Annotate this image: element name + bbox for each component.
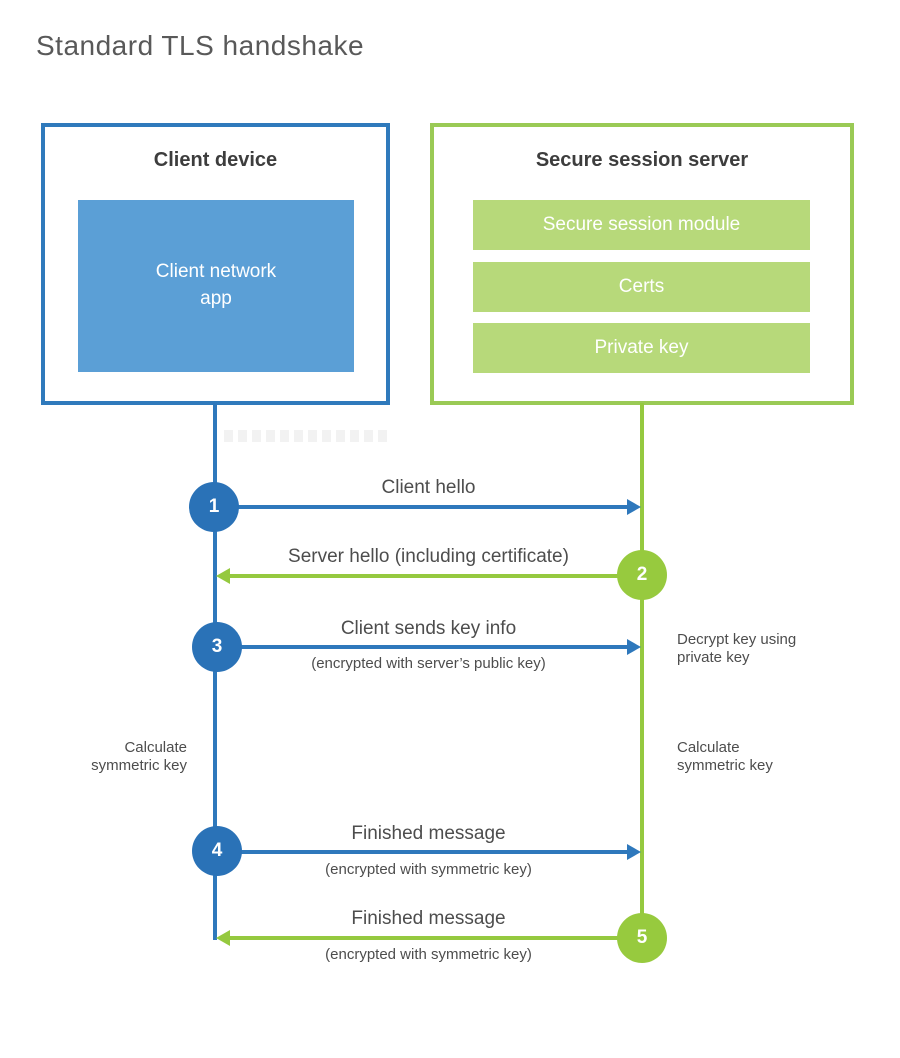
- note-decrypt-key: Decrypt key using private key: [677, 631, 797, 666]
- arrow-finished-client: [216, 850, 627, 854]
- client-device-title: Client device: [153, 149, 278, 171]
- arrow-server-hello: [229, 574, 641, 578]
- message-label-client-hello: Client hello: [381, 477, 476, 498]
- client-network-app-box: Client network app: [78, 200, 354, 372]
- step-badge-4: 4: [192, 826, 242, 876]
- note-calculate-symmetric-key-server: Calculate symmetric key: [677, 739, 773, 774]
- message-sublabel-key-info: (encrypted with server’s public key): [311, 655, 546, 672]
- server-module-certs: Certs: [473, 262, 810, 312]
- server-lifeline: [640, 403, 644, 915]
- arrowhead-right-icon: [627, 499, 641, 515]
- arrowhead-left-icon: [216, 930, 230, 946]
- server-module-private-key: Private key: [473, 323, 810, 373]
- message-sublabel-finished-client: (encrypted with symmetric key): [325, 861, 532, 878]
- message-label-server-hello: Server hello (including certificate): [288, 546, 569, 567]
- arrowhead-right-icon: [627, 844, 641, 860]
- step-badge-3: 3: [192, 622, 242, 672]
- secure-session-server-title: Secure session server: [535, 149, 749, 171]
- faint-watermark-dashes: [224, 430, 387, 442]
- server-module-secure-session: Secure session module: [473, 200, 810, 250]
- server-module-label: Private key: [594, 337, 689, 358]
- arrowhead-left-icon: [216, 568, 230, 584]
- message-label-finished-client: Finished message: [351, 823, 506, 844]
- arrow-client-key-info: [216, 645, 627, 649]
- message-sublabel-finished-server: (encrypted with symmetric key): [325, 946, 532, 963]
- arrowhead-right-icon: [627, 639, 641, 655]
- step-badge-1: 1: [189, 482, 239, 532]
- page-title: Standard TLS handshake: [36, 30, 365, 61]
- server-module-label: Certs: [618, 276, 665, 297]
- client-network-app-label: Client network app: [155, 261, 277, 309]
- step-badge-5: 5: [617, 913, 667, 963]
- arrow-finished-server: [229, 936, 641, 940]
- arrow-client-hello: [214, 505, 627, 509]
- note-calculate-symmetric-key-client: Calculate symmetric key: [91, 739, 187, 774]
- step-badge-2: 2: [617, 550, 667, 600]
- server-module-label: Secure session module: [542, 214, 741, 235]
- message-label-key-info: Client sends key info: [340, 618, 517, 639]
- message-label-finished-server: Finished message: [351, 908, 506, 929]
